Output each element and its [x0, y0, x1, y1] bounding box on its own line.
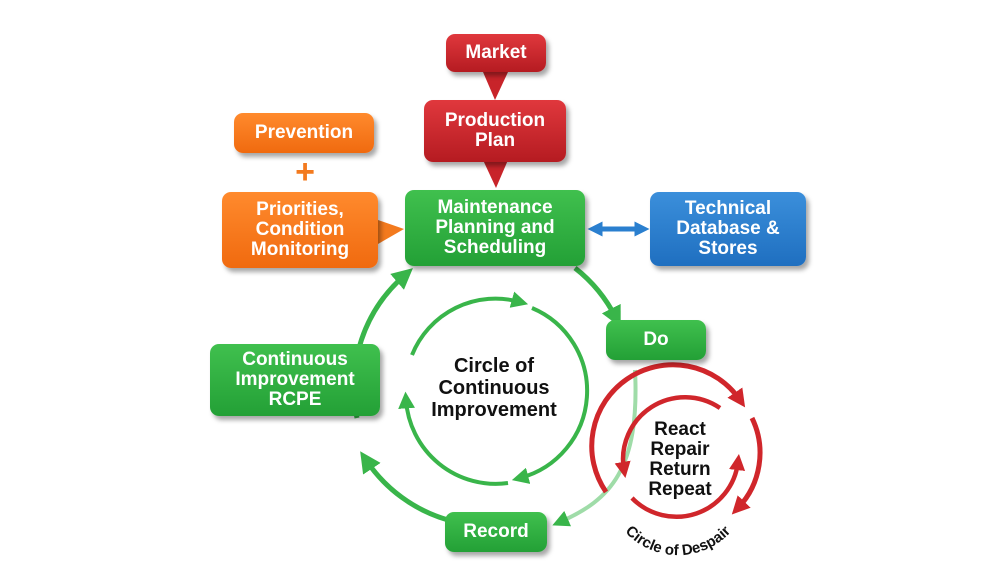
market-box: Market	[446, 34, 546, 72]
cycle-arc-record-to-left	[360, 451, 449, 523]
despair-circle-label: React Repair Return Repeat	[648, 419, 712, 500]
despair-outer-arc-b	[731, 416, 763, 515]
inner-arc-bottom	[398, 391, 509, 486]
despair-caption: Circle of Despair	[622, 522, 734, 559]
cycle-arc-maintenance-to-do	[573, 266, 621, 328]
production-plan-callout-pointer	[483, 160, 508, 188]
prevention-box: Prevention	[234, 113, 374, 153]
production-plan-box: Production Plan	[424, 100, 566, 162]
despair-outer-arc-a	[589, 362, 746, 494]
inner-arc-right	[511, 306, 590, 484]
technical-database-box: Technical Database & Stores	[650, 192, 806, 266]
inner-arc-top	[410, 291, 529, 356]
despair-inner-arc-a	[614, 394, 722, 478]
record-box: Record	[445, 512, 547, 552]
inner-circle-label: Circle of Continuous Improvement	[431, 355, 557, 421]
despair-inner-arc-b	[630, 453, 746, 519]
maintenance-planning-box: Maintenance Planning and Scheduling	[405, 190, 585, 266]
priorities-callout-pointer	[378, 220, 404, 244]
plus-sign: +	[295, 153, 315, 191]
continuous-improvement-box: Continuous Improvement RCPE	[210, 344, 380, 416]
market-callout-pointer	[483, 72, 508, 100]
do-box: Do	[606, 320, 706, 360]
priorities-box: Priorities, Condition Monitoring	[222, 192, 378, 268]
